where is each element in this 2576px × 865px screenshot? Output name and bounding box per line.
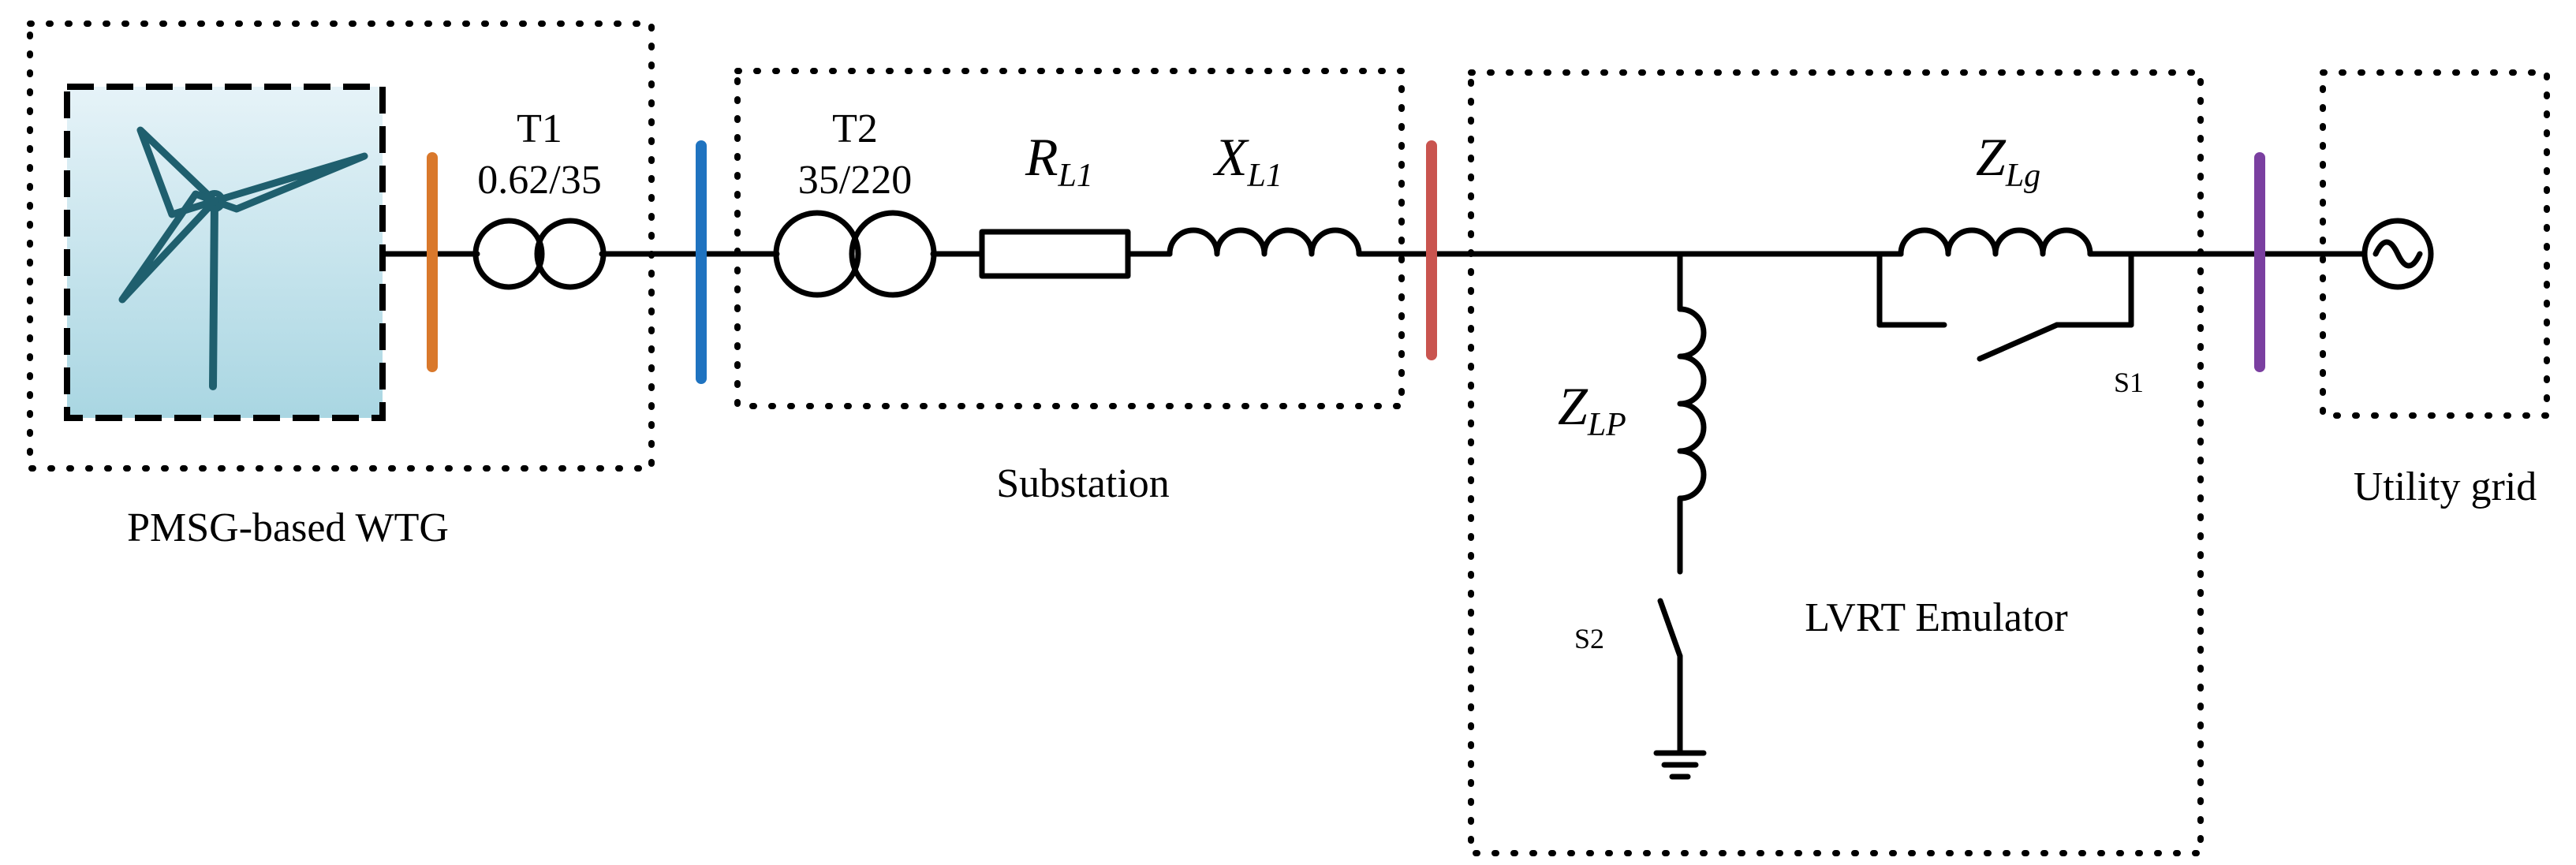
zlg-label: ZLg bbox=[1976, 127, 2040, 194]
grid-caption: Utility grid bbox=[2354, 464, 2537, 509]
wtg-block-border bbox=[27, 21, 655, 472]
t2-ratio: 35/220 bbox=[798, 158, 912, 203]
wind-turbine-icon bbox=[64, 84, 386, 421]
s1-label: S1 bbox=[2114, 367, 2144, 398]
xl1-label: XL1 bbox=[1212, 127, 1282, 194]
transformer-t2-icon bbox=[773, 210, 937, 298]
rl1-label: RL1 bbox=[1025, 127, 1093, 194]
inductor-xl1-icon bbox=[1167, 227, 1362, 257]
grid-block-border bbox=[2320, 69, 2550, 419]
inductor-zlg-icon bbox=[1898, 227, 2093, 257]
ac-source-icon bbox=[2361, 218, 2434, 290]
s2-label: S2 bbox=[1574, 623, 1604, 654]
inductor-zlp-icon bbox=[1677, 306, 1707, 501]
resistor-rl1-icon bbox=[979, 229, 1131, 279]
t2-name: T2 bbox=[832, 106, 878, 151]
shunt-branch bbox=[1653, 251, 1707, 780]
t1-name: T1 bbox=[517, 106, 562, 151]
ground-icon bbox=[1653, 750, 1707, 780]
zlp-label: ZLP bbox=[1558, 376, 1626, 443]
wtg-caption: PMSG-based WTG bbox=[127, 505, 449, 550]
substation-caption: Substation bbox=[996, 461, 1170, 506]
emulator-block-border bbox=[1468, 69, 2204, 856]
series-branch bbox=[1876, 227, 2134, 362]
switch-s1-icon bbox=[1977, 322, 2060, 362]
t1-ratio: 0.62/35 bbox=[477, 158, 601, 203]
substation-block-border bbox=[734, 68, 1405, 409]
emulator-caption: LVRT Emulator bbox=[1805, 595, 2067, 640]
transformer-t1-icon bbox=[472, 218, 607, 290]
switch-s2-icon bbox=[1657, 598, 1683, 659]
